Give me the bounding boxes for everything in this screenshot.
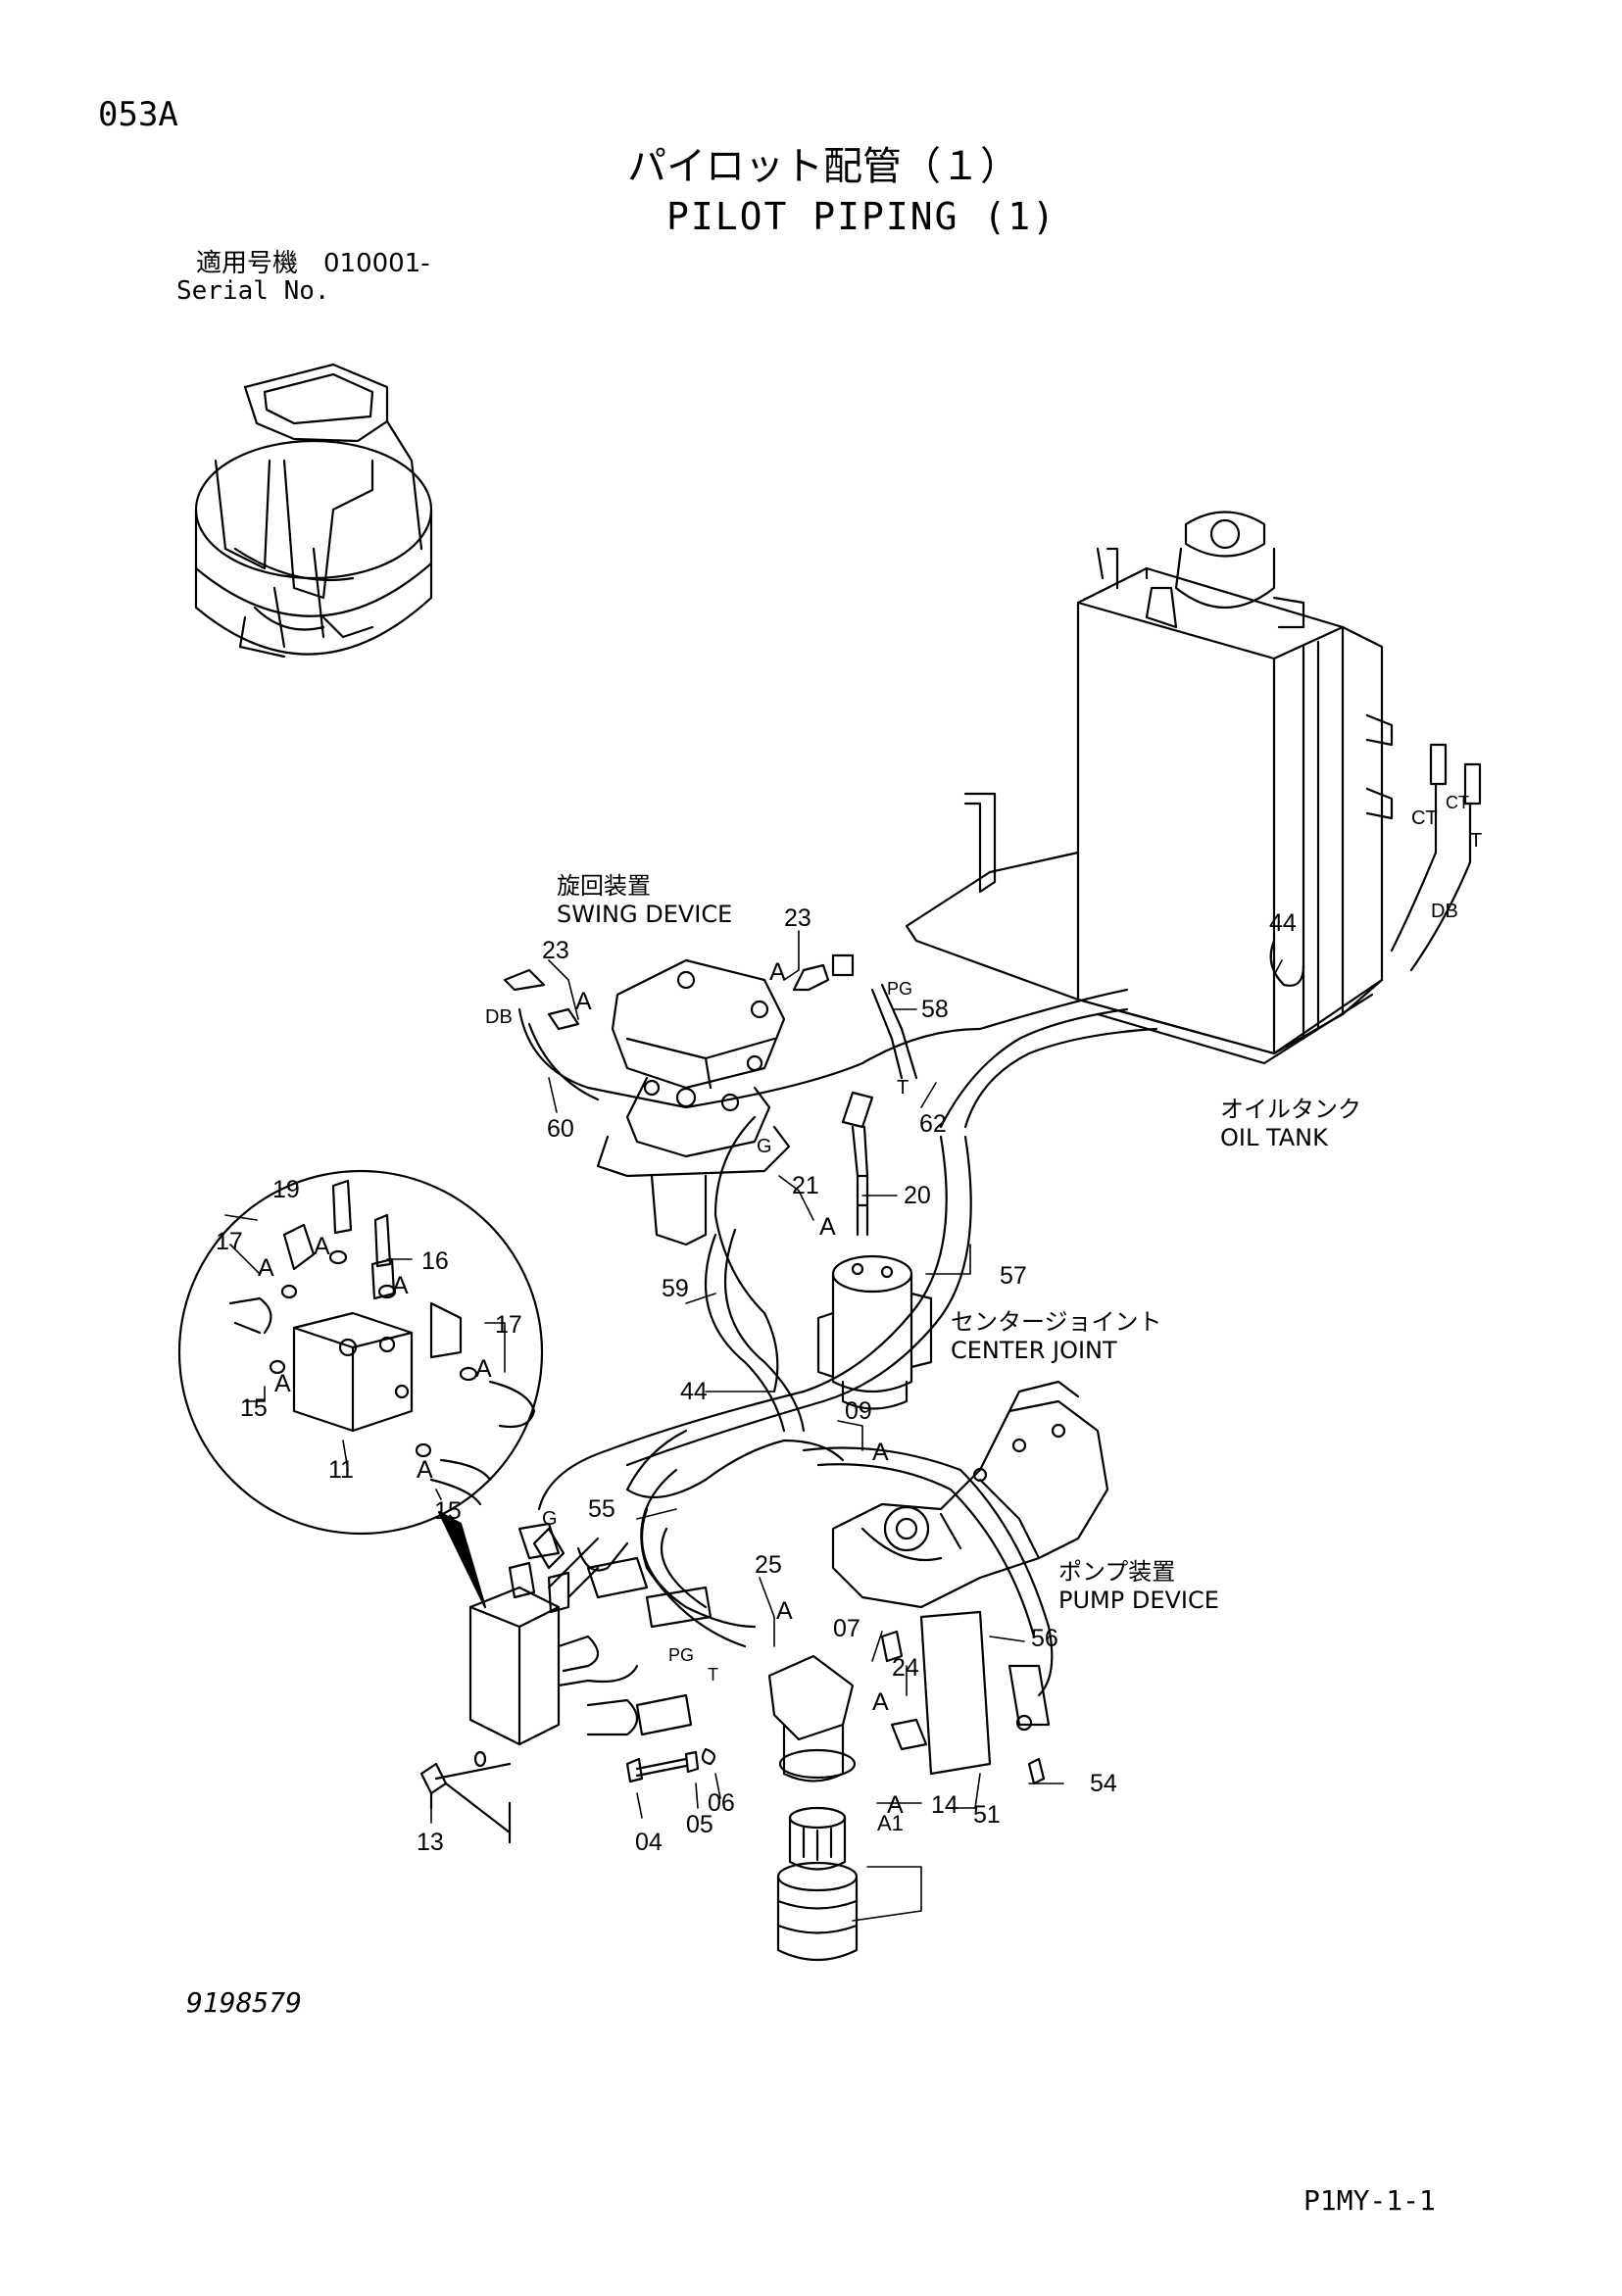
port-label: PG (668, 1645, 695, 1665)
pump-device-label: ポンプ装置 PUMP DEVICE (1058, 1558, 1219, 1615)
part-callout[interactable]: 04 (635, 1829, 663, 1856)
page-reference: P1MY-1-1 (1303, 2184, 1436, 2217)
reference-mark: A (769, 958, 786, 986)
reference-mark: A (872, 1439, 889, 1466)
port-label: T (708, 1665, 718, 1685)
center-joint-label-en: CENTER JOINT (951, 1336, 1117, 1364)
port-label: T (1470, 830, 1483, 852)
reference-mark: A (392, 1272, 409, 1299)
part-callout[interactable]: 11 (328, 1456, 354, 1484)
part-callout[interactable]: 06 (708, 1789, 735, 1817)
port-label: PG (887, 979, 913, 999)
reference-mark: A (258, 1254, 274, 1282)
port-label: DB (1431, 901, 1458, 922)
page-code: 053A (98, 95, 178, 134)
part-callout[interactable]: 05 (686, 1811, 713, 1838)
oil-tank-label: オイルタンク OIL TANK (1220, 1096, 1361, 1152)
port-label: CT (1446, 793, 1469, 812)
part-callout[interactable]: 23 (784, 904, 811, 932)
center-joint-drawing (816, 1254, 933, 1410)
swing-device-label-en: SWING DEVICE (557, 900, 733, 928)
part-callout[interactable]: 13 (417, 1829, 444, 1856)
drawing-number: 9198579 (186, 1986, 303, 2019)
part-callout[interactable]: 44 (1269, 909, 1297, 937)
reference-mark: A (575, 988, 592, 1015)
part-callout[interactable]: 17 (216, 1228, 243, 1255)
pilot-valve-block-drawing (419, 1522, 713, 1844)
reference-mark: A (887, 1791, 904, 1819)
reference-mark: A (819, 1213, 836, 1241)
part-callout[interactable]: 58 (921, 996, 949, 1023)
port-label: G (542, 1508, 558, 1530)
part-callout[interactable]: 60 (547, 1115, 574, 1143)
filter-assembly-drawing (625, 1630, 1046, 1962)
part-callout[interactable]: 54 (1090, 1770, 1117, 1797)
part-callout[interactable]: 59 (662, 1275, 689, 1302)
port-label: G (757, 1136, 772, 1157)
part-callout[interactable]: 15 (240, 1394, 268, 1422)
reference-mark: A (872, 1688, 889, 1716)
page-title-english: PILOT PIPING (1) (666, 195, 1057, 238)
serial-number-label: Serial No. (176, 276, 330, 306)
swing-device-label: 旋回装置 SWING DEVICE (557, 872, 732, 929)
center-joint-label-jp: センタージョイント (951, 1308, 1162, 1336)
part-callout[interactable]: 51 (973, 1801, 1001, 1829)
part-callout[interactable]: 07 (833, 1615, 860, 1642)
oil-tank-label-jp: オイルタンク (1220, 1096, 1361, 1123)
pump-device-drawing (831, 1380, 1109, 1776)
part-callout[interactable]: 23 (542, 937, 569, 964)
part-callout[interactable]: 19 (272, 1176, 300, 1203)
pilot-hoses (517, 983, 1158, 1697)
part-callout[interactable]: 62 (919, 1110, 947, 1138)
part-callout[interactable]: 20 (904, 1182, 931, 1209)
pump-device-label-en: PUMP DEVICE (1058, 1586, 1219, 1614)
part-callout[interactable]: 56 (1031, 1625, 1058, 1652)
part-callout[interactable]: 09 (845, 1397, 872, 1425)
machine-overview-illustration (194, 363, 433, 659)
part-callout[interactable]: 16 (421, 1247, 449, 1275)
port-label: CT (1411, 807, 1438, 829)
swing-device-label-jp: 旋回装置 (557, 872, 651, 900)
part-callout[interactable]: 57 (1000, 1262, 1027, 1290)
pump-device-label-jp: ポンプ装置 (1058, 1558, 1176, 1586)
part-callout[interactable]: 15 (434, 1497, 462, 1525)
port-label: T (897, 1077, 909, 1099)
part-callout[interactable]: 14 (931, 1791, 958, 1819)
part-callout[interactable]: 17 (495, 1311, 522, 1339)
oil-tank-label-en: OIL TANK (1220, 1123, 1328, 1151)
reference-mark: A (314, 1233, 330, 1260)
port-label: DB (485, 1006, 513, 1028)
part-callout[interactable]: 24 (892, 1654, 919, 1682)
center-joint-label: センタージョイント CENTER JOINT (951, 1308, 1162, 1365)
reference-mark: A (417, 1456, 433, 1484)
part-callout[interactable]: 55 (588, 1495, 615, 1523)
part-callout[interactable]: 21 (792, 1172, 819, 1199)
callout-leader-lines (224, 930, 1283, 1922)
reference-mark: A (475, 1355, 492, 1383)
serial-range-label: 適用号機 010001- (196, 249, 430, 278)
swing-device-drawing (503, 953, 855, 1246)
oil-tank-drawing (905, 511, 1482, 1065)
reference-mark: A (274, 1370, 291, 1397)
port-label: A1 (877, 1811, 904, 1835)
detail-view-circle (177, 1169, 544, 1609)
reference-mark: A (776, 1597, 793, 1625)
page-title-japanese: パイロット配管（１） (627, 144, 1019, 189)
part-callout[interactable]: 25 (755, 1551, 782, 1579)
part-callout[interactable]: 44 (680, 1378, 708, 1405)
